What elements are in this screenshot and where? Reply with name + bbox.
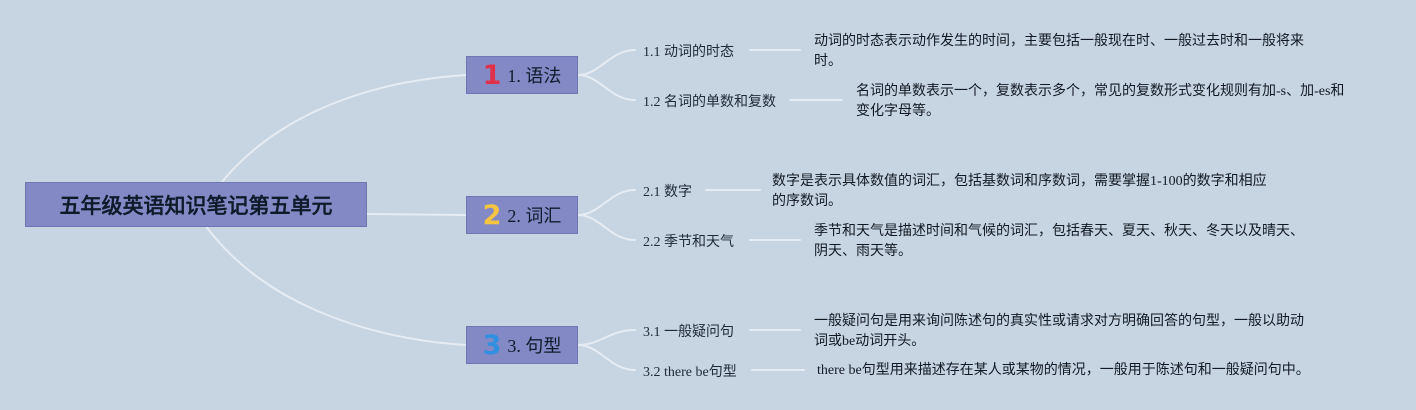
topic-noun-plural[interactable]: 1.2 名词的单数和复数 [643,95,776,110]
note-general-questions: 一般疑问句是用来询问陈述句的真实性或请求对方明确回答的句型，一般以助动词或be动… [814,314,1304,349]
branch-label: 2. 词汇 [507,206,562,226]
number-one-icon: 1 [482,59,502,91]
topic-numbers[interactable]: 2.1 数字 [643,185,692,200]
note-numbers: 数字是表示具体数值的词汇，包括基数词和序数词，需要掌握1-100的数字和相应的序… [772,174,1267,209]
topic-there-be[interactable]: 3.2 there be句型 [643,365,737,380]
branch-node-vocabulary[interactable]: 2 2. 词汇 [466,196,578,234]
link-b3-c2 [577,344,636,371]
branch-node-grammar[interactable]: 1 1. 语法 [466,56,578,94]
topic-verb-tenses[interactable]: 1.1 动词的时态 [643,45,734,60]
number-two-icon: 2 [482,199,502,231]
root-node[interactable]: 五年级英语知识笔记第五单元 [25,182,367,227]
number-three-icon: 3 [482,329,502,361]
link-root-branch-1 [204,74,467,206]
link-b3-c1 [577,329,636,346]
link-b2-c1 [577,189,636,216]
link-b1-c2 [577,74,636,101]
topic-seasons-weather[interactable]: 2.2 季节和天气 [643,235,734,250]
note-noun-plural: 名词的单数表示一个，复数表示多个，常见的复数形式变化规则有加-s、加-es和变化… [856,84,1345,119]
topic-general-questions[interactable]: 3.1 一般疑问句 [643,325,734,340]
branch-label: 3. 句型 [507,336,562,356]
branch-node-sentence-patterns[interactable]: 3 3. 句型 [466,326,578,364]
note-verb-tenses: 动词的时态表示动作发生的时间，主要包括一般现在时、一般过去时和一般将来时。 [814,34,1304,69]
note-there-be: there be句型用来描述存在某人或某物的情况，一般用于陈述句和一般疑问句中。 [817,363,1310,378]
branch-label: 1. 语法 [507,66,562,86]
link-root-branch-3 [204,224,467,346]
link-b2-c2 [577,214,636,241]
note-seasons-weather: 季节和天气是描述时间和气候的词汇，包括春天、夏天、秋天、冬天以及晴天、阴天、雨天… [814,224,1304,259]
link-b1-c1 [577,49,636,76]
root-title: 五年级英语知识笔记第五单元 [59,193,333,218]
link-root-branch-2 [366,213,467,216]
